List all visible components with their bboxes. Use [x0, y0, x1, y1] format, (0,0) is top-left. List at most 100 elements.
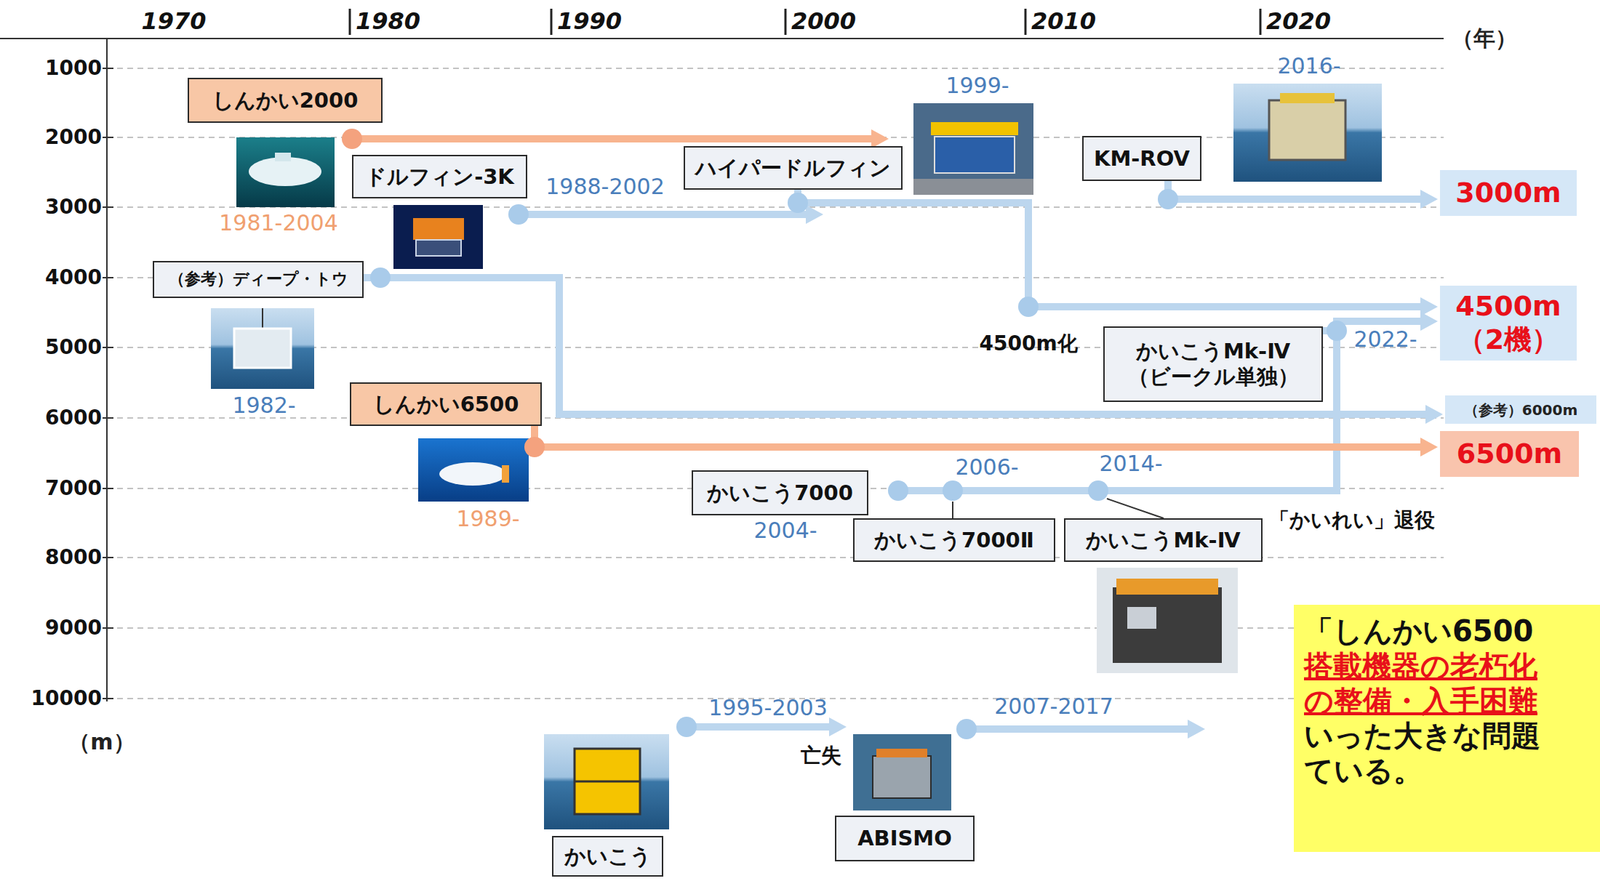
- period-label: 2022-: [1353, 326, 1417, 353]
- dolphin3k-photo: [393, 205, 483, 270]
- arrow-head: [805, 205, 824, 224]
- vehicle-box: かいこう7000: [691, 470, 869, 516]
- timeline-dot: [888, 480, 909, 502]
- year-tick: [784, 8, 787, 35]
- photo-ground: [210, 308, 315, 390]
- timeline-line: [686, 723, 832, 731]
- vehicle-box: かいこうMk-Ⅳ: [1064, 518, 1263, 563]
- vehicle-shape: [416, 240, 462, 256]
- box-text: かいこう7000: [706, 480, 854, 507]
- timeline-line: [966, 725, 1191, 734]
- depth-label: 2000: [45, 125, 102, 150]
- timeline-line: [797, 189, 1425, 307]
- vehicle-box: しんかい2000: [187, 77, 383, 123]
- hyperdolphin-photo: [913, 103, 1034, 195]
- box-text: 搭載機器の老朽化: [1304, 648, 1538, 684]
- photo-ground: [1096, 568, 1238, 674]
- box-text: ドルフィン-3K: [365, 164, 515, 190]
- photo-ground: [544, 734, 670, 830]
- vehicle-shape: [930, 122, 1019, 136]
- box-text: かいこうMk-Ⅳ: [1085, 528, 1240, 554]
- vehicle-box: KM-ROV: [1082, 136, 1202, 182]
- timeline-dot: [508, 204, 529, 225]
- kmrov-photo: [1233, 83, 1382, 182]
- timeline-dot: [787, 192, 808, 214]
- vehicle-shape: [234, 328, 291, 368]
- box-text: しんかい2000: [212, 88, 359, 114]
- box-text: かいこうMk-Ⅳ （ビークル単独）: [1114, 338, 1312, 390]
- vehicle-shape: [1269, 100, 1346, 160]
- period-label: 1981-2004: [218, 210, 339, 237]
- depth-tick: [102, 417, 114, 419]
- box-text: かいこう7000Ⅱ: [874, 528, 1035, 554]
- period-label: 1989-: [456, 506, 520, 533]
- year-label: 2010: [1031, 7, 1096, 35]
- abismo-photo: [853, 734, 952, 811]
- timeline-dots: [370, 189, 1347, 740]
- photo-ground: [1233, 83, 1382, 182]
- depth-label: 9000: [45, 616, 102, 641]
- depth-class-box: （参考）6000m: [1445, 395, 1597, 424]
- year-label: 1980: [355, 7, 421, 35]
- depth-tick: [102, 698, 114, 700]
- timeline-line: [1168, 181, 1425, 200]
- depth-tick: [102, 557, 114, 559]
- axis-unit: （年）: [1451, 25, 1518, 52]
- box-text: 3000m: [1455, 176, 1561, 211]
- year-label: 2020: [1266, 7, 1331, 35]
- arrow-head: [1420, 189, 1438, 209]
- note-label: 「かいれい」退役: [1269, 508, 1435, 534]
- depth-tick: [102, 206, 114, 208]
- vehicle-shape: [1280, 93, 1335, 104]
- depth-gridlines: [106, 68, 1444, 699]
- vehicle-shape: [934, 136, 1015, 174]
- box-text: KM-ROV: [1093, 146, 1190, 172]
- vehicle-shape: [274, 152, 291, 162]
- depth-label: 10000: [31, 686, 102, 712]
- vehicle-box: かいこうMk-Ⅳ （ビークル単独）: [1103, 326, 1323, 403]
- arrow-head: [1420, 312, 1438, 331]
- vehicle-shape: [574, 781, 640, 784]
- period-label: 2014-: [1098, 450, 1163, 478]
- timeline-dot: [956, 719, 977, 740]
- photo-ground: [418, 438, 529, 502]
- kaiko-photo: [544, 734, 670, 830]
- depth-tick: [102, 346, 114, 349]
- year-label: 1990: [557, 7, 622, 35]
- period-label: 2006-: [954, 454, 1019, 481]
- depth-tick: [102, 277, 114, 279]
- timeline-dot: [341, 128, 363, 150]
- timeline-dot: [1326, 320, 1347, 342]
- vehicle-shape: [913, 178, 1034, 195]
- depth-tick: [102, 136, 114, 139]
- photo-ground: [853, 734, 952, 811]
- box-text: いった大きな問題: [1304, 718, 1541, 754]
- timeline-line: [534, 426, 1425, 448]
- depth-label: 6000: [45, 405, 102, 431]
- box-text: かいこう: [564, 844, 652, 870]
- box-text: ハイパードルフィン: [695, 155, 891, 182]
- period-label: 1982-: [232, 392, 296, 419]
- arrow-head: [1187, 720, 1206, 739]
- timeline-dot: [1088, 480, 1109, 502]
- photo-ground: [393, 205, 483, 270]
- depth-label: 4000: [45, 265, 102, 291]
- shinkai6500-photo: [418, 438, 529, 502]
- timeline-line: [352, 135, 875, 143]
- gridline: [106, 627, 1444, 630]
- vehicle-box: ドルフィン-3K: [352, 154, 528, 199]
- period-label: 2004-: [753, 517, 817, 544]
- timeline-arrow: [534, 426, 1438, 457]
- shinkai2000-photo: [236, 137, 335, 208]
- depth-tick: [102, 488, 114, 490]
- depth-label: 5000: [45, 335, 102, 360]
- timeline-dot: [524, 437, 545, 458]
- vehicle-box: ハイパードルフィン: [683, 146, 903, 190]
- depth-tick: [102, 627, 114, 630]
- year-label: 1970: [141, 7, 206, 35]
- vehicle-box: ABISMO: [834, 816, 975, 862]
- vehicle-shape: [574, 749, 640, 815]
- box-text: 4500m （2機）: [1450, 290, 1567, 357]
- box-text: （参考）6000m: [1464, 401, 1579, 419]
- vehicle-shape: [413, 218, 464, 240]
